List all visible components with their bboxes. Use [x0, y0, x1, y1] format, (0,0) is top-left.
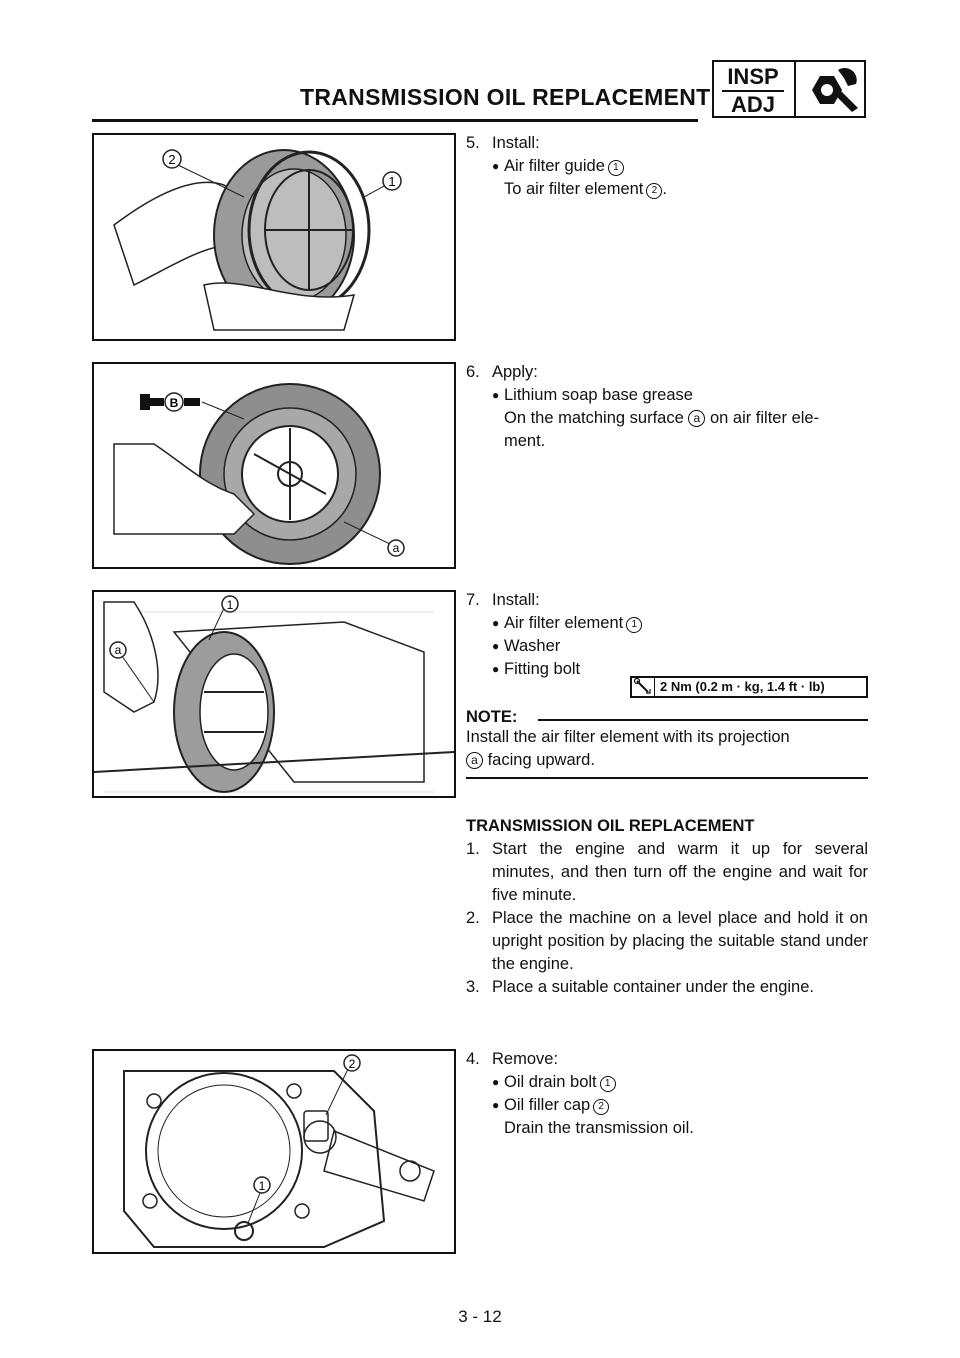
torque-wrench-icon: [633, 678, 655, 696]
figure-oil-drain: 2 1: [92, 1049, 456, 1254]
page-title: TRANSMISSION OIL REPLACEMENT: [300, 84, 711, 110]
badge-top: INSP: [727, 64, 779, 89]
bullet-icon: ●: [492, 159, 500, 173]
bullet-text: Washer: [504, 637, 561, 655]
fig1-label-1: 1: [388, 174, 395, 189]
fig4-label-1: 1: [259, 1179, 266, 1193]
section-item-1: 1.Start the engine and warm it up for se…: [466, 840, 868, 904]
ref-marker: 1: [626, 617, 643, 633]
note-line-2: a facing upward.: [466, 749, 868, 772]
step-num: 6.: [466, 363, 480, 381]
fig3-label-a: a: [115, 643, 122, 657]
step-6: 6. Apply: ● Lithium soap base grease On th…: [466, 361, 868, 453]
badge-text: INSP ADJ: [714, 64, 792, 117]
step-num: 5.: [466, 134, 480, 152]
step-line: On the matching surface a on air filter …: [504, 409, 820, 427]
section-badge: INSP ADJ: [712, 60, 866, 118]
bullet-text: Fitting bolt: [504, 660, 581, 678]
figure-air-filter-element: 1 a: [92, 590, 456, 798]
step-num: 7.: [466, 591, 480, 609]
fig2-label-a: a: [393, 541, 400, 555]
step-title: Install:: [492, 591, 540, 609]
step-line: Drain the transmission oil.: [504, 1119, 694, 1137]
badge-divider: [794, 62, 796, 116]
ref-marker: 2: [593, 1099, 610, 1115]
illustration-air-filter-element: 1 a: [94, 595, 454, 793]
bullet-icon: ●: [492, 639, 500, 653]
step-line-cont: ment.: [504, 432, 546, 450]
step-num: 4.: [466, 1050, 480, 1068]
note-end-rule: [466, 777, 868, 779]
step-title: Remove:: [492, 1050, 559, 1068]
illustration-grease-apply: B a: [113, 383, 405, 565]
bullet-icon: ●: [492, 388, 500, 402]
note-line-1: Install the air filter element with its …: [466, 728, 790, 746]
section-heading: TRANSMISSION OIL REPLACEMENT: [466, 817, 755, 835]
ref-marker: 1: [599, 1076, 616, 1092]
step-title: Apply:: [492, 363, 538, 381]
header-rule: [92, 119, 698, 122]
section-item-3: 3.Place a suitable container under the e…: [466, 978, 814, 996]
bullet-icon: ●: [492, 662, 500, 676]
figure-grease-apply: B a: [92, 362, 456, 569]
fig1-label-2: 2: [168, 152, 175, 167]
wrench-nut-icon: [812, 67, 858, 112]
fig2-label-b: B: [170, 396, 179, 410]
section-item-2: 2.Place the machine on a level place and…: [466, 909, 868, 973]
ref-marker: 1: [607, 160, 624, 176]
fig3-label-1: 1: [227, 598, 234, 612]
fig4-label-2: 2: [349, 1057, 356, 1071]
ref-marker: 2: [646, 183, 663, 199]
page-number: 3 - 12: [458, 1307, 502, 1326]
step-title: Install:: [492, 134, 540, 152]
figure-air-filter-guide: 2 1: [92, 133, 456, 341]
bullet-icon: ●: [492, 616, 500, 630]
bullet-icon: ●: [492, 1098, 500, 1112]
bullet-icon: ●: [492, 1075, 500, 1089]
torque-value: 2 Nm (0.2 m · kg, 1.4 ft · lb): [660, 679, 825, 694]
badge-bottom: ADJ: [730, 92, 775, 117]
illustration-air-filter-guide: 2 1: [113, 149, 402, 331]
badge-separator: [722, 90, 784, 92]
ref-marker: a: [466, 752, 483, 769]
ref-marker: a: [688, 410, 706, 427]
note-text: Install the air filter element with its …: [466, 726, 868, 772]
illustration-oil-drain: 2 1: [123, 1054, 435, 1248]
note-label: NOTE:: [466, 708, 518, 726]
torque-spec: 2 Nm (0.2 m · kg, 1.4 ft · lb): [630, 676, 868, 698]
section-transmission-oil: TRANSMISSION OIL REPLACEMENT 1.Start the…: [466, 815, 868, 999]
note-rule: [538, 719, 868, 721]
bullet-text: Lithium soap base grease: [504, 386, 693, 404]
